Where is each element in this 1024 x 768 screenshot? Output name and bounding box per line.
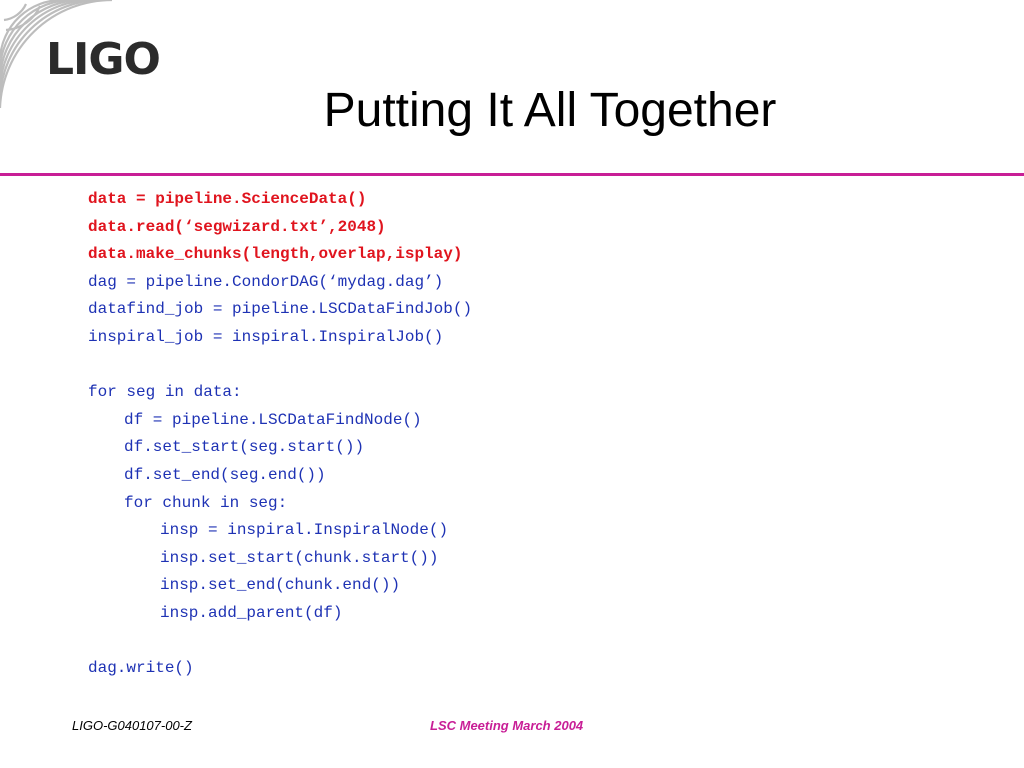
- code-line: df.set_start(seg.start()): [124, 438, 365, 457]
- code-line: insp.add_parent(df): [160, 603, 343, 622]
- code-line: data = pipeline.ScienceData(): [88, 190, 367, 208]
- footer-document-id: LIGO-G040107-00-Z: [72, 718, 192, 733]
- ligo-logo-arcs-icon: [0, 0, 113, 109]
- code-line: datafind_job = pipeline.LSCDataFindJob(): [88, 300, 473, 319]
- code-line: df.set_end(seg.end()): [124, 465, 326, 484]
- footer-meeting-label: LSC Meeting March 2004: [430, 718, 584, 733]
- ligo-logo-text: LIGO: [46, 34, 161, 85]
- code-line: insp.set_start(chunk.start()): [160, 548, 439, 567]
- code-line: data.make_chunks(length,overlap,isplay): [88, 245, 463, 264]
- code-line: insp = inspiral.InspiralNode(): [160, 521, 449, 540]
- code-line: dag.write(): [88, 659, 194, 678]
- slide-title: Putting It All Together: [323, 84, 777, 137]
- title-divider: [0, 173, 1024, 176]
- code-line: insp.set_end(chunk.end()): [160, 576, 401, 595]
- code-block: data = pipeline.ScienceData() data.read(…: [88, 186, 472, 683]
- code-line: df = pipeline.LSCDataFindNode(): [124, 410, 422, 429]
- code-line: data.read(‘segwizard.txt’,2048): [88, 217, 386, 236]
- code-line: inspiral_job = inspiral.InspiralJob(): [88, 327, 444, 346]
- code-line: for chunk in seg:: [124, 493, 288, 512]
- code-line-blank: [88, 352, 472, 380]
- code-line: for seg in data:: [88, 383, 242, 402]
- code-line-blank: [88, 628, 472, 656]
- code-line: dag = pipeline.CondorDAG(‘mydag.dag’): [88, 272, 444, 291]
